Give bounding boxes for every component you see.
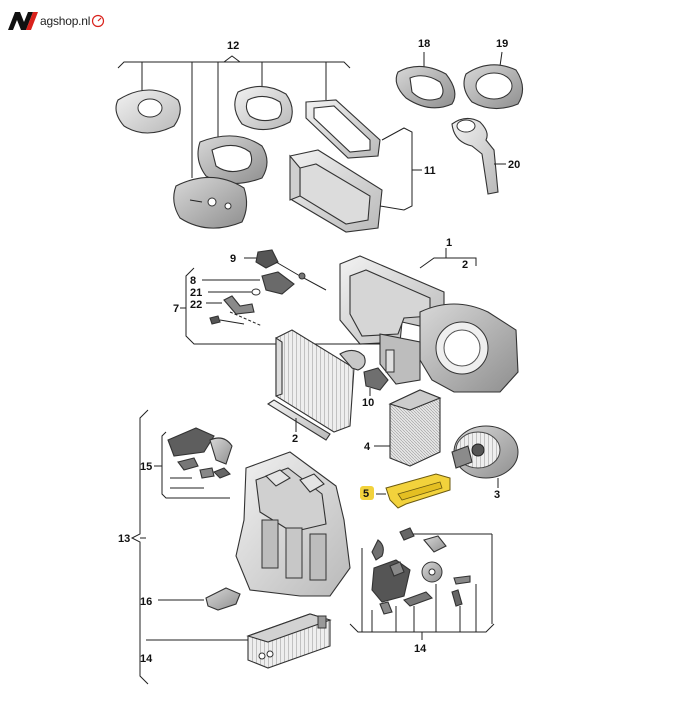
- part-2-evaporator: [266, 329, 366, 441]
- callout-22: 22: [190, 299, 202, 311]
- brand-logo[interactable]: agshop.nl: [6, 8, 105, 34]
- callout-20: 20: [508, 159, 520, 171]
- part-15-cluster: [154, 427, 233, 499]
- callout-8: 8: [190, 275, 196, 287]
- part-18: [395, 52, 456, 109]
- part-13-lower-housing: [130, 409, 351, 685]
- callout-9: 9: [230, 253, 236, 265]
- callout-19: 19: [496, 38, 508, 50]
- part-11: [289, 127, 422, 233]
- callout-18: 18: [418, 38, 430, 50]
- callout-11: 11: [424, 165, 436, 177]
- callout-7: 7: [173, 303, 179, 315]
- callout-10: 10: [362, 397, 374, 409]
- part-19: [463, 51, 524, 110]
- small-parts-7-group: [180, 249, 380, 345]
- callout-13: 13: [118, 533, 130, 545]
- callout-2-top: 2: [462, 259, 468, 271]
- part-16: [158, 587, 241, 611]
- callout-14-right: 14: [414, 643, 427, 655]
- callout-3: 3: [494, 489, 500, 501]
- callout-4: 4: [364, 441, 371, 453]
- part-1-main-housing: [339, 248, 519, 393]
- part-14-actuator-group: [349, 527, 495, 640]
- callout-16: 16: [140, 596, 152, 608]
- n-logo-icon: [8, 12, 38, 30]
- speedometer-icon: [92, 14, 105, 28]
- part-3-blower: [451, 425, 519, 488]
- callout-5: 5: [363, 488, 369, 500]
- part-12-group: [115, 55, 381, 229]
- brand-name: agshop.nl: [40, 14, 91, 28]
- callout-14-left: 14: [140, 653, 153, 665]
- part-20: [451, 117, 506, 195]
- callout-15: 15: [140, 461, 152, 473]
- part-5-highlighted: [360, 473, 451, 509]
- callout-21: 21: [190, 287, 202, 299]
- part-14-heater-core: [146, 613, 332, 669]
- part-4-filter: [374, 389, 442, 467]
- callout-12: 12: [227, 40, 239, 52]
- part-10: [363, 367, 389, 396]
- callout-2-evaporator: 2: [292, 433, 298, 445]
- callout-1: 1: [446, 237, 452, 249]
